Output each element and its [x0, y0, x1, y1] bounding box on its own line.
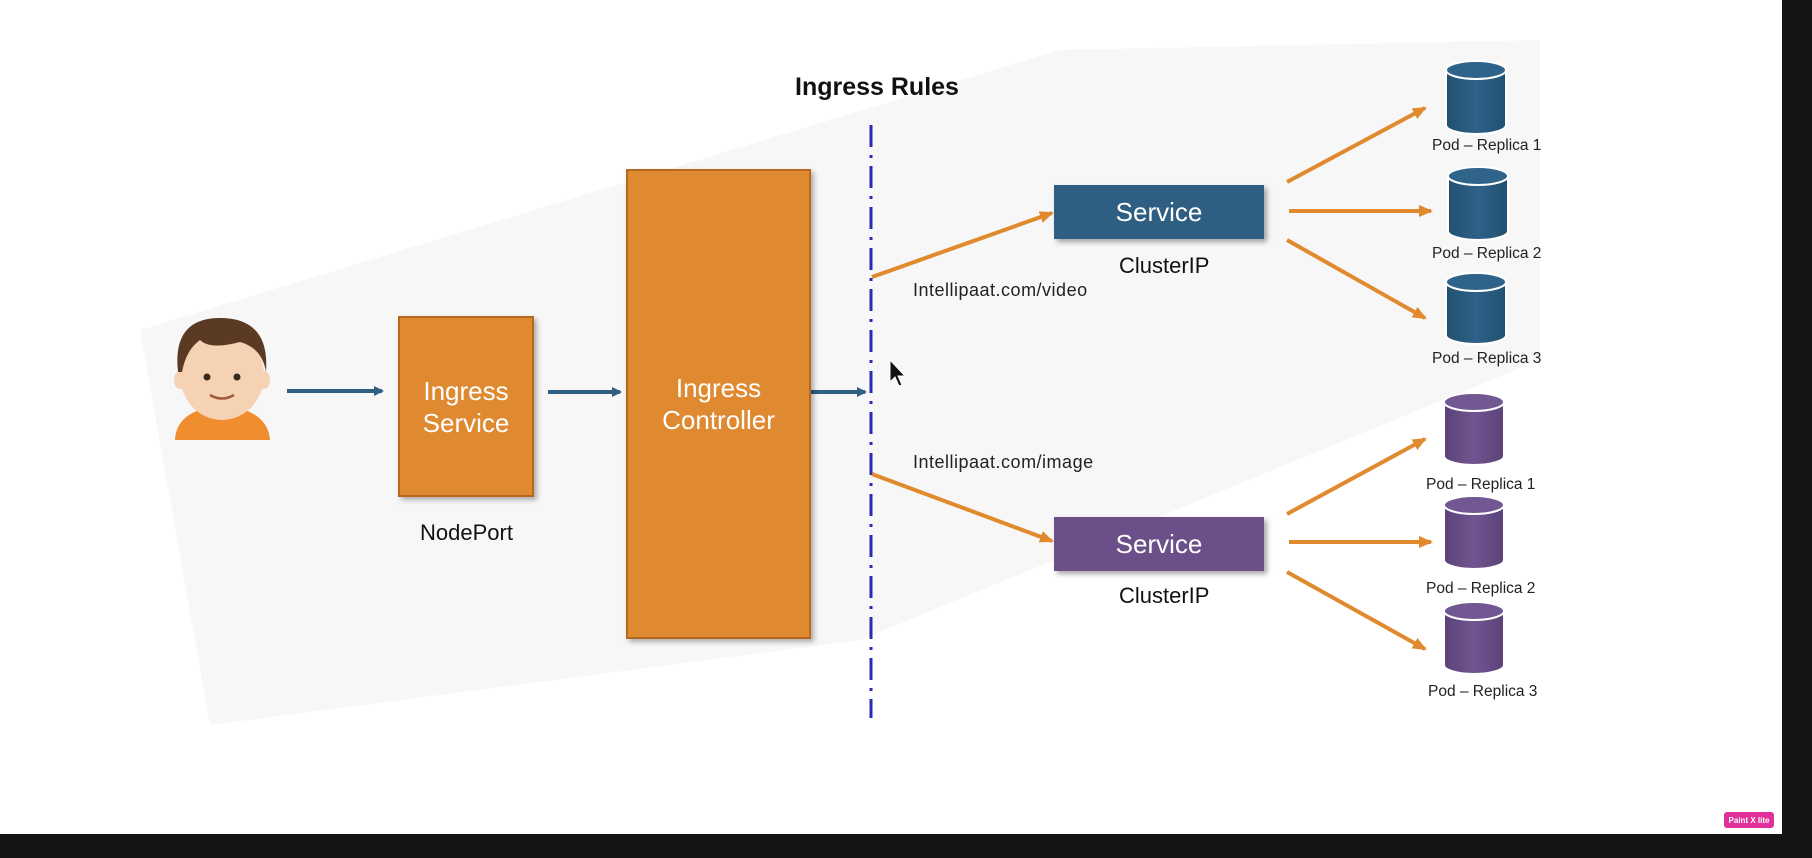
- pod-label-blue-1: Pod – Replica 1: [1432, 137, 1542, 154]
- service-box-video: Service: [1054, 185, 1264, 239]
- route-path-image: Intellipaat.com/image: [913, 452, 1094, 472]
- pod-cylinder-purple-3: [1443, 601, 1505, 675]
- service-box-image: Service: [1054, 517, 1264, 571]
- pod-label-purple-1: Pod – Replica 1: [1426, 476, 1536, 493]
- arrow-svc1-pod3: [1286, 238, 1427, 320]
- service-type-image: ClusterIP: [1119, 583, 1210, 608]
- pod-cylinder-blue-1: [1445, 60, 1507, 135]
- service-type-video: ClusterIP: [1119, 253, 1210, 278]
- pod-cylinder-blue-2: [1447, 166, 1509, 241]
- ingress-service-box: Ingress Service: [398, 316, 534, 497]
- arrow-svc2-pod3: [1286, 570, 1427, 651]
- screen-bottom-border: [0, 834, 1812, 858]
- pod-cylinder-purple-1: [1443, 392, 1505, 466]
- diagram-title: Ingress Rules: [795, 73, 959, 101]
- arrow-route-video: [871, 211, 1054, 279]
- pod-label-purple-2: Pod – Replica 2: [1426, 580, 1536, 597]
- pod-label-purple-3: Pod – Replica 3: [1428, 683, 1538, 700]
- pod-cylinder-purple-2: [1443, 495, 1505, 570]
- pod-label-blue-2: Pod – Replica 2: [1432, 245, 1542, 262]
- background-panel: [140, 40, 1540, 725]
- pod-cylinder-blue-3: [1445, 272, 1507, 345]
- route-path-video: Intellipaat.com/video: [913, 280, 1088, 300]
- ingress-service-label-line1: Ingress: [423, 375, 509, 406]
- ingress-controller-box: Ingress Controller: [626, 169, 811, 639]
- ingress-service-label-line2: Service: [422, 407, 510, 438]
- user-avatar-icon: [174, 318, 270, 440]
- mouse-cursor-icon: [889, 358, 907, 387]
- app-badge: Paint X lite: [1724, 812, 1774, 828]
- arrow-route-image: [871, 472, 1054, 543]
- pod-label-blue-3: Pod – Replica 3: [1432, 350, 1542, 367]
- slide: Ingress Rules Ingress Service NodePort I…: [0, 0, 1782, 834]
- ingress-controller-label-line1: Ingress: [675, 373, 762, 403]
- ingress-service-type: NodePort: [420, 520, 513, 545]
- screen-right-border: [1782, 0, 1812, 858]
- arrow-svc2-pod1: [1286, 437, 1427, 516]
- arrow-svc1-pod1: [1286, 106, 1427, 184]
- diagram-canvas: [140, 40, 1540, 725]
- ingress-controller-label-line2: Controller: [662, 405, 775, 435]
